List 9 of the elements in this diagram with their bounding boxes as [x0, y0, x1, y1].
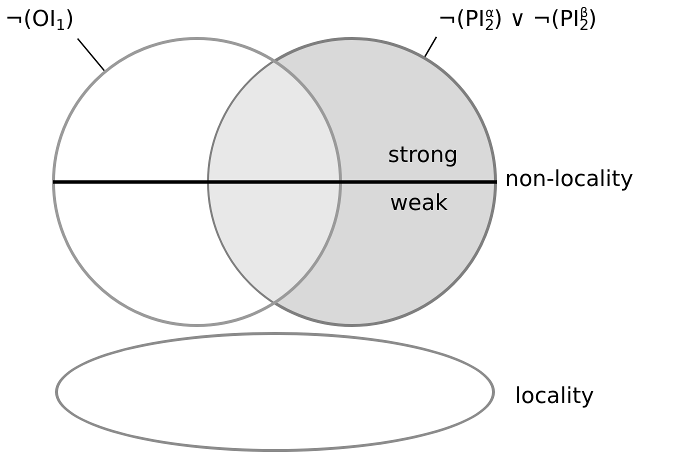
leader-line [424, 36, 438, 58]
leader-line [77, 38, 105, 72]
region-label: non-locality [505, 168, 634, 192]
set-label: locality [515, 385, 594, 410]
region-label: strong [388, 144, 458, 168]
set-label: ¬(OI$_{1}$) [5, 8, 74, 32]
set-label: ¬(PI$_{2}$$^{α}$) ∨ ¬(PI$_{2}$$^{β}$) [438, 8, 597, 32]
set-ellipse [55, 332, 495, 452]
region-label: weak [390, 192, 448, 216]
